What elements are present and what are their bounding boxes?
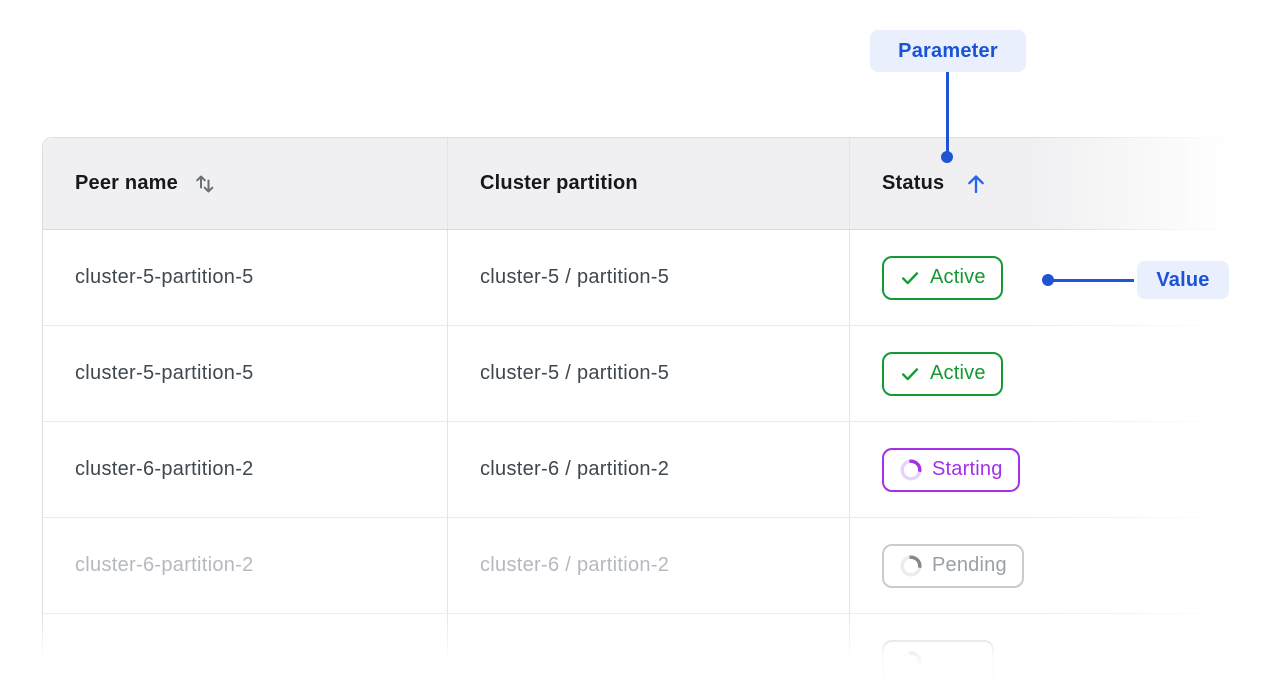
table-row: cluster-5-partition-5 cluster-5 / partit… [43, 326, 1230, 422]
table-row: cluster-6-partition-2 cluster-6 / partit… [43, 518, 1230, 614]
spinner-icon [900, 554, 922, 577]
cluster-partition-cell: cluster-5 / partition-5 [447, 326, 849, 421]
status-cell [849, 614, 1230, 688]
peer-name-cell: cluster-5-partition-5 [75, 362, 254, 384]
status-badge-label: Pending [932, 554, 1007, 576]
cluster-partition-header-label: Cluster partition [480, 172, 638, 194]
parameter-annotation-label: Parameter [898, 39, 998, 62]
status-header-label: Status [882, 172, 945, 194]
status-badge-label: Active [930, 266, 986, 288]
status-badge-pending: Pending [882, 543, 1024, 588]
table-header-row: Peer name Cluster partition Status [43, 138, 1230, 230]
status-badge-active: Active [882, 351, 1003, 396]
column-header-peer-name[interactable]: Peer name [43, 138, 447, 229]
status-cell: Active [849, 326, 1230, 421]
table-row: cluster-6-partition-2 cluster-6 / partit… [43, 422, 1230, 518]
table-row [43, 614, 1230, 688]
spinner-icon [900, 458, 922, 481]
check-icon [901, 367, 919, 380]
peer-name-cell: cluster-6-partition-2 [75, 458, 254, 480]
column-header-cluster-partition[interactable]: Cluster partition [447, 138, 849, 229]
spinner-icon [900, 650, 922, 673]
peer-name-header-label: Peer name [75, 172, 178, 194]
cluster-partition-cell: cluster-6 / partition-2 [447, 518, 849, 613]
status-badge-active: Active [882, 255, 1003, 300]
parameter-annotation-badge: Parameter [870, 30, 1026, 72]
status-badge-label: Active [930, 362, 986, 384]
value-annotation-label: Value [1156, 268, 1210, 291]
status-cell: Pending [849, 518, 1230, 613]
status-badge-starting: Starting [882, 447, 1020, 492]
cluster-partition-cell: cluster-6 / partition-2 [447, 422, 849, 517]
check-icon [901, 271, 919, 284]
sort-ascending-icon [962, 170, 990, 198]
parameter-callout-dot [941, 151, 953, 163]
peer-name-cell [43, 614, 447, 688]
column-header-status[interactable]: Status [849, 138, 1230, 229]
status-badge-label: Starting [932, 458, 1003, 480]
sort-both-icon [192, 171, 218, 197]
peer-name-cell: cluster-6-partition-2 [75, 554, 254, 576]
status-cell: Active [849, 230, 1230, 325]
cluster-partition-cell [447, 614, 849, 688]
value-callout-line [1050, 279, 1134, 282]
parameter-callout-line [946, 72, 949, 154]
peers-table: Peer name Cluster partition Status [42, 137, 1230, 688]
status-badge-pending [882, 639, 994, 684]
status-cell: Starting [849, 422, 1230, 517]
peer-name-cell: cluster-5-partition-5 [75, 266, 254, 288]
value-annotation-badge: Value [1137, 261, 1229, 299]
cluster-partition-cell: cluster-5 / partition-5 [447, 230, 849, 325]
